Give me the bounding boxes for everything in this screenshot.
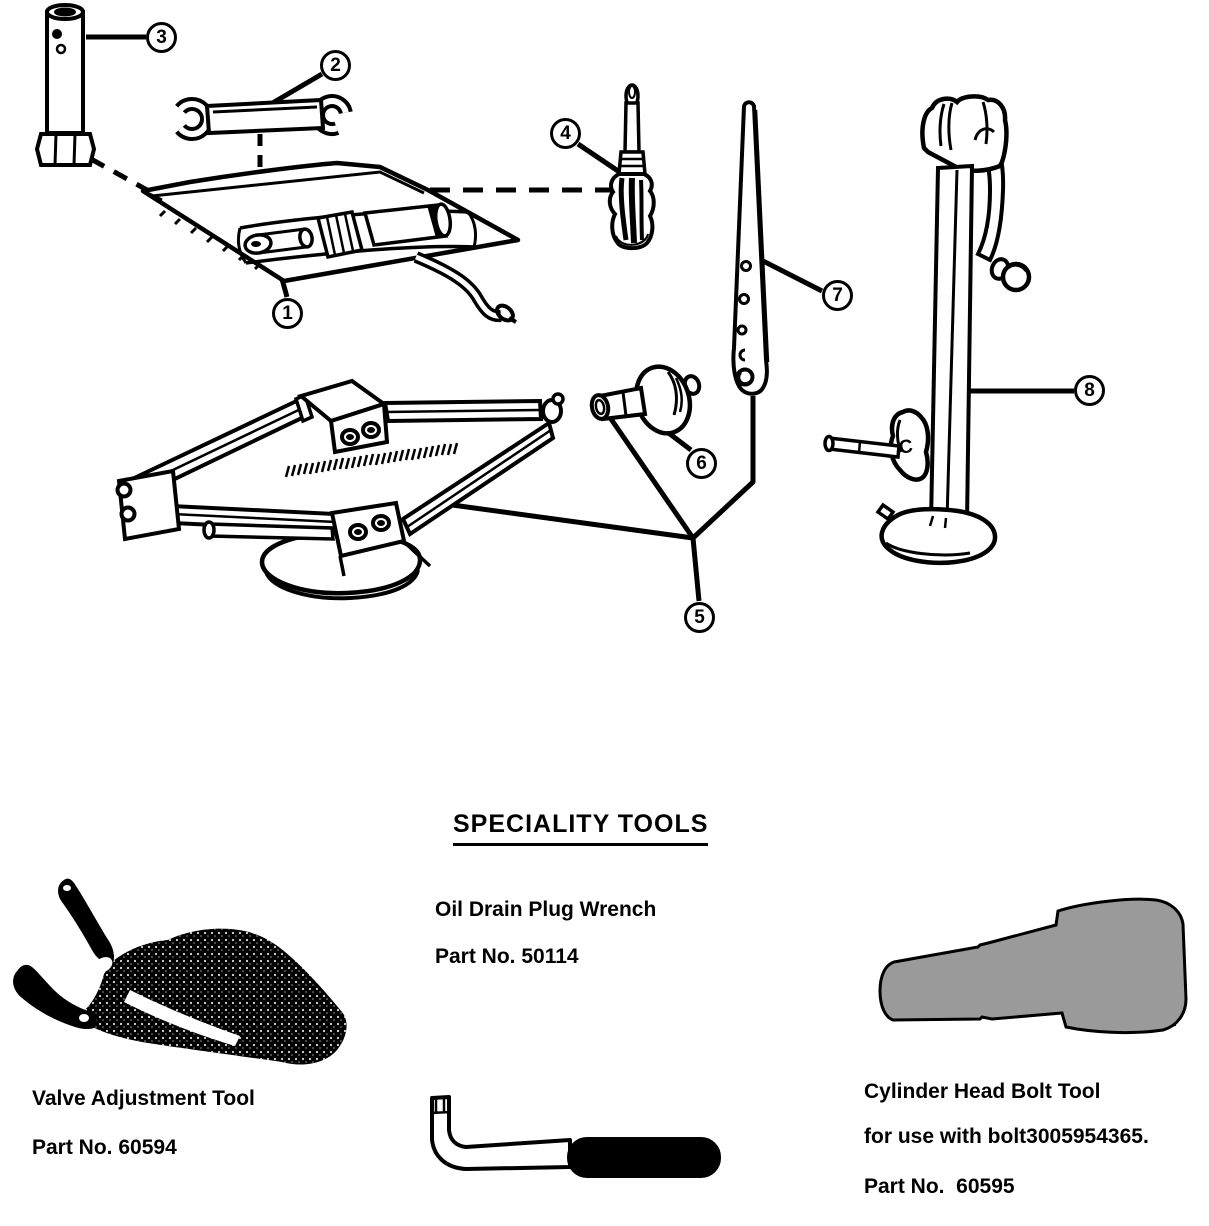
callout-1: 1 (272, 298, 303, 329)
oil-drain-plug-wrench-drawing (430, 1095, 721, 1178)
callout-5: 5 (684, 602, 715, 633)
cylinder-head-tool-name: Cylinder Head Bolt Tool (864, 1080, 1101, 1103)
scissor-jack-drawing (115, 378, 565, 601)
callout-6: 6 (686, 448, 717, 479)
cylinder-head-tool-usage: for use with bolt3005954365. (864, 1125, 1149, 1148)
cylinder-head-tool-part-no: Part No. 60595 (864, 1175, 1015, 1198)
jack-stand-cast-mark: C (898, 436, 915, 459)
oil-drain-wrench-part-no: Part No. 50114 (435, 945, 579, 968)
callout-2: 2 (320, 50, 351, 81)
valve-adjustment-tool-drawing (13, 878, 347, 1065)
callout-4: 4 (550, 118, 581, 149)
jack-handle-bar-drawing (731, 100, 770, 396)
callout-leader-lines (86, 34, 1074, 602)
valve-tool-part-no: Part No. 60594 (32, 1136, 177, 1159)
oil-drain-wrench-name: Oil Drain Plug Wrench (435, 898, 657, 921)
callout-8: 8 (1074, 375, 1105, 406)
wheel-bolt-drawing (589, 364, 702, 436)
tool-bag-drawing (140, 160, 521, 324)
jack-stand-drawing: C (823, 94, 1032, 566)
screwdriver-drawing (607, 83, 656, 251)
valve-tool-name: Valve Adjustment Tool (32, 1087, 255, 1110)
callout-7: 7 (822, 280, 853, 311)
cylinder-head-bolt-tool-drawing (878, 897, 1188, 1035)
callout-3: 3 (146, 22, 177, 53)
specialty-tools-heading: SPECIALITY TOOLS (453, 810, 709, 846)
open-end-wrench-drawing (175, 94, 353, 141)
lug-socket-tool-drawing (34, 3, 97, 167)
